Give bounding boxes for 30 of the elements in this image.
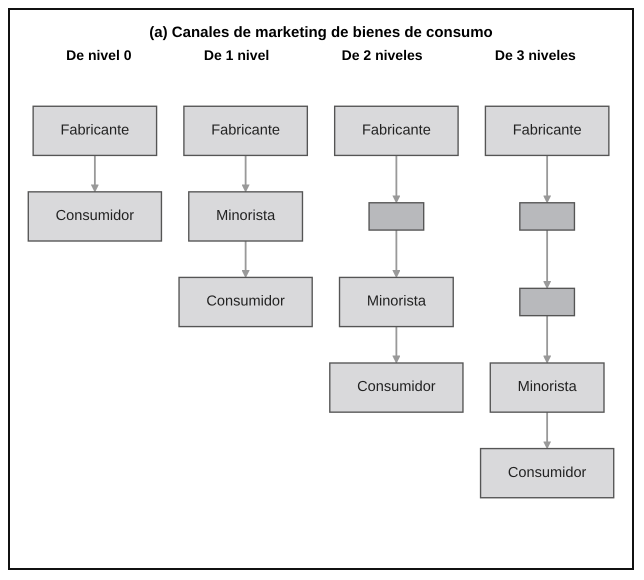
column-heading: De nivel 0 (66, 47, 132, 63)
node-box (329, 362, 464, 413)
node-box (484, 106, 610, 156)
arrow (543, 155, 552, 204)
arrow (543, 316, 552, 364)
arrow (242, 241, 250, 278)
node-box (519, 202, 576, 231)
node-box (32, 106, 158, 156)
node-box (178, 276, 313, 328)
node-box (334, 106, 459, 156)
arrow (90, 155, 99, 192)
arrow (242, 155, 250, 192)
node-box (338, 276, 454, 328)
node-box (183, 106, 308, 156)
node-box (28, 191, 162, 242)
node-box (188, 191, 304, 242)
node-box (368, 202, 424, 231)
arrow (392, 155, 400, 204)
arrow (392, 326, 400, 364)
arrow (392, 230, 400, 278)
node-box (519, 288, 576, 316)
flowchart: Fabricante Consumidor Fabricante Minorista Consumidor Fabricante Minorista Consumidor Fabricante Minorista Consumidor (21, 67, 621, 537)
title: (a) Canales de marketing de bienes de consumo (148, 24, 494, 41)
arrow (543, 230, 552, 289)
node-box (490, 362, 605, 413)
arrow (543, 412, 552, 449)
column-heading: De 3 niveles (494, 47, 576, 63)
node-box (480, 448, 614, 498)
column-heading: De 2 niveles (342, 47, 423, 63)
column-heading: De 1 nivel (204, 47, 270, 63)
